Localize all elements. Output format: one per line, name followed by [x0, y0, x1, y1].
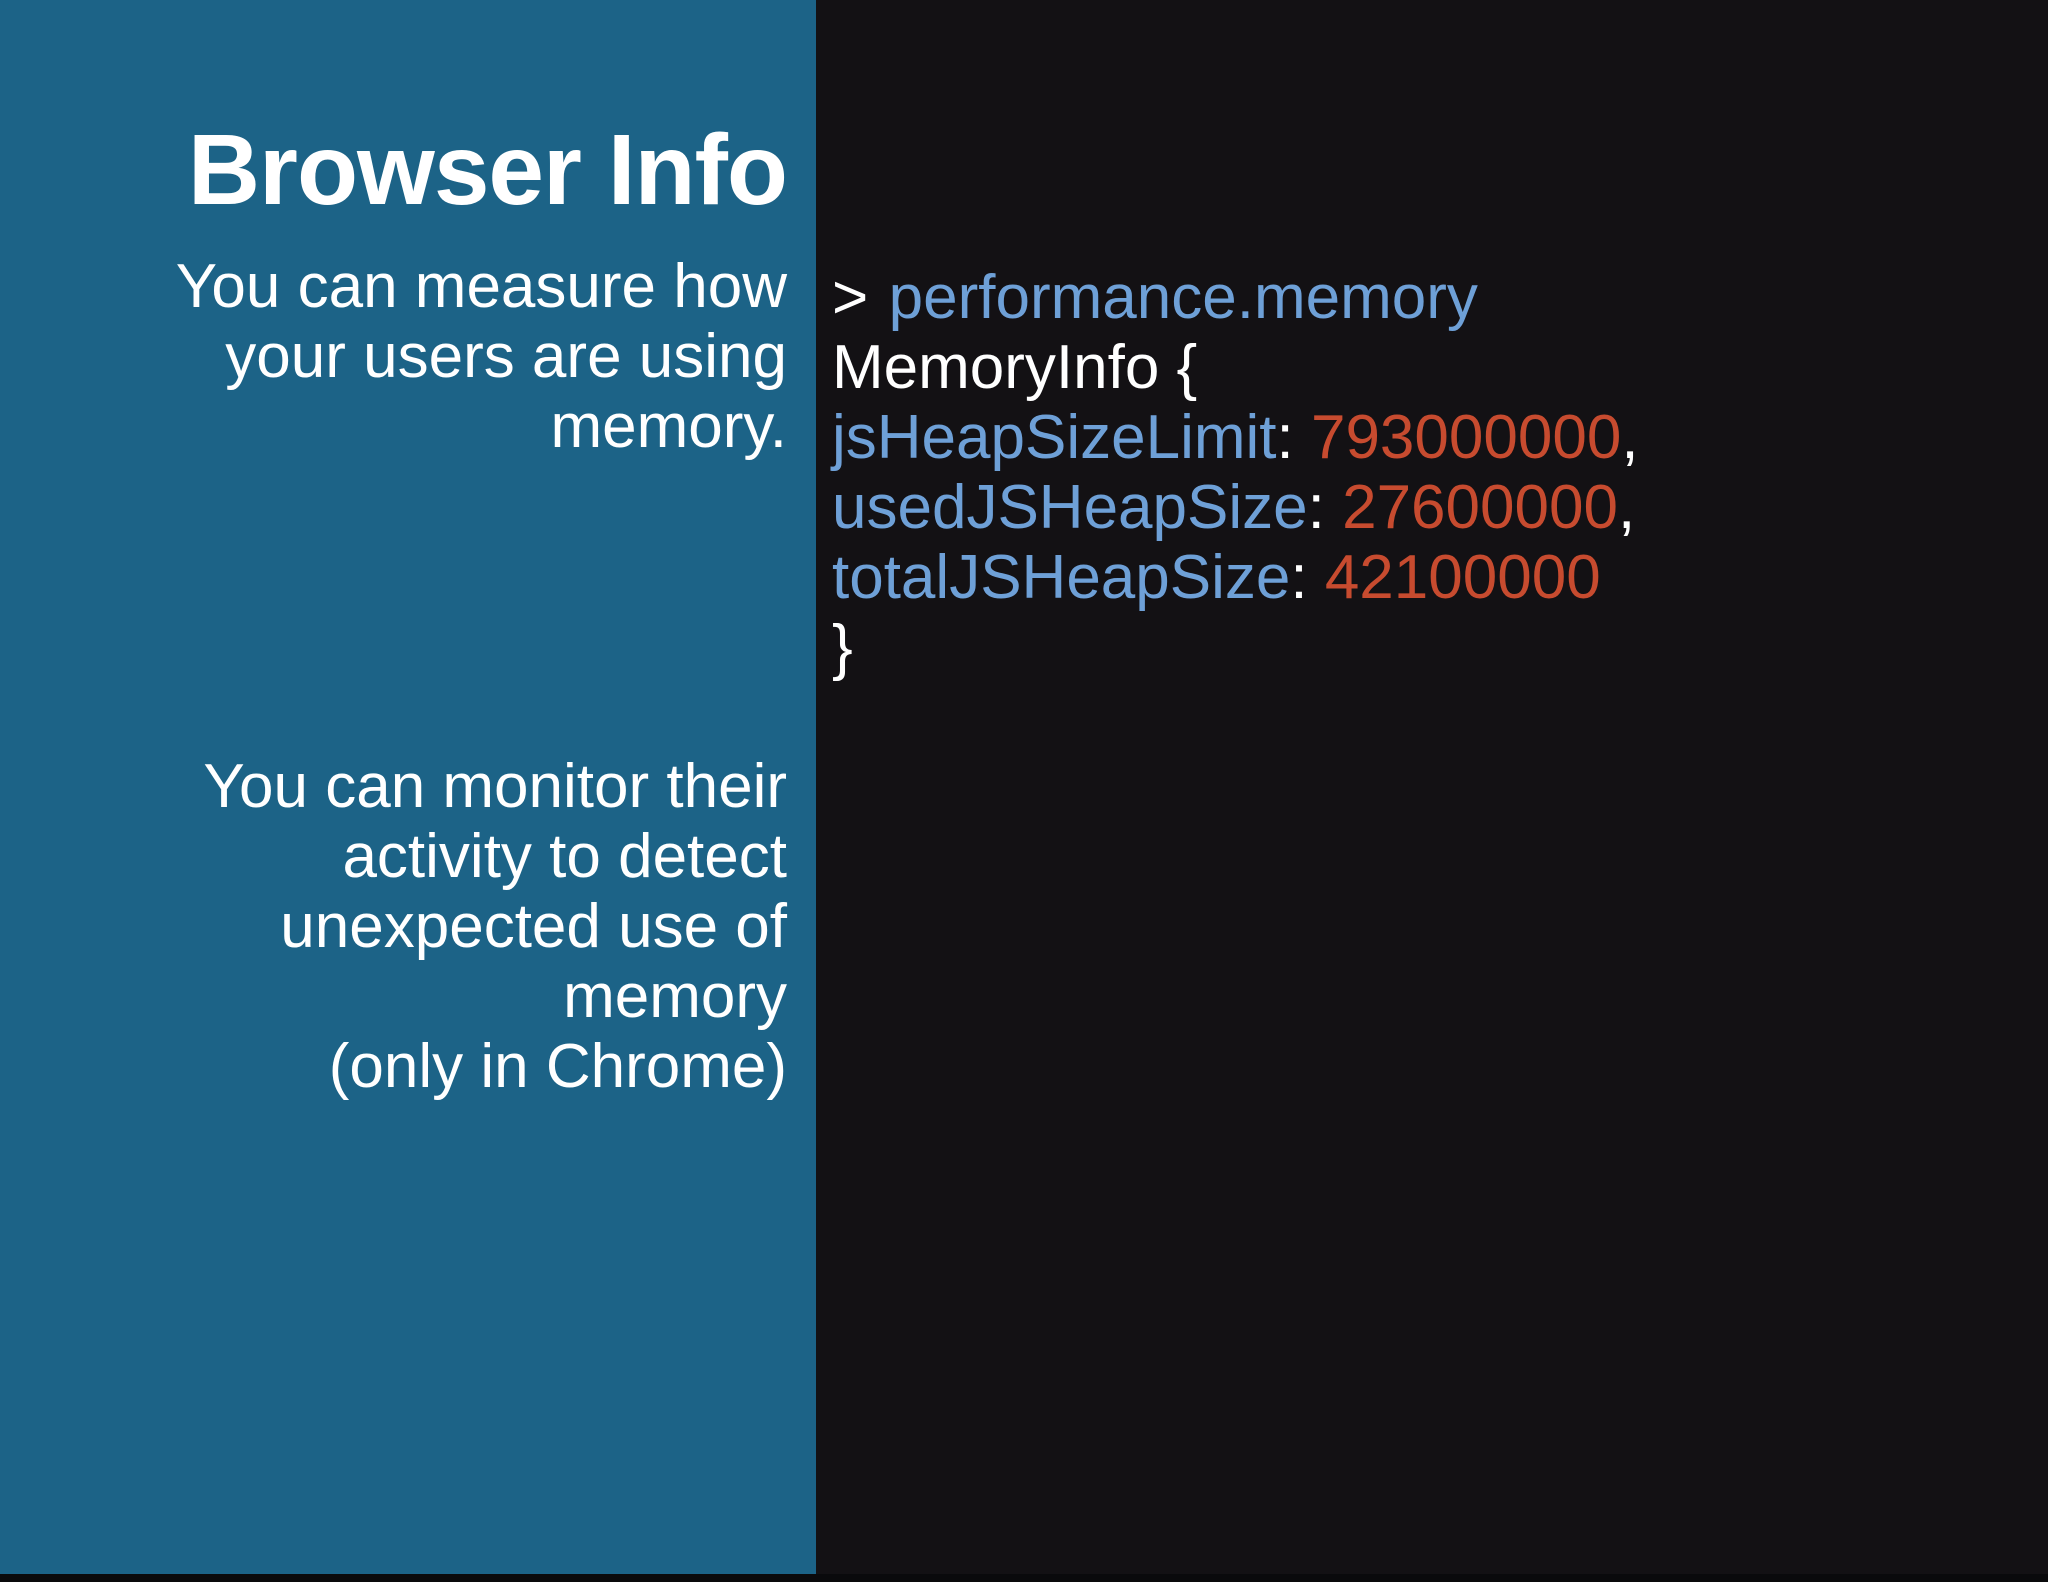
- console-prompt: >: [832, 263, 869, 332]
- paragraph-line: (only in Chrome): [328, 1032, 787, 1101]
- console-key: usedJSHeapSize: [832, 473, 1308, 542]
- console-line-command: > performance.memory: [832, 263, 1639, 333]
- console-line-heap-limit: jsHeapSizeLimit: 793000000,: [832, 403, 1639, 473]
- paragraph-monitor-activity: You can monitor their activity to detect…: [203, 752, 787, 1102]
- paragraph-line: unexpected use of: [280, 892, 787, 961]
- console-key: jsHeapSizeLimit: [832, 403, 1277, 472]
- console-key: totalJSHeapSize: [832, 543, 1291, 612]
- left-panel: Browser Info You can measure how your us…: [0, 0, 816, 1574]
- console-command: performance.memory: [888, 263, 1478, 332]
- console-value: 42100000: [1324, 543, 1601, 612]
- console-separator: :: [1290, 543, 1325, 612]
- slide-title: Browser Info: [187, 114, 788, 226]
- paragraph-line: memory.: [550, 392, 787, 461]
- console-line-object-open: MemoryInfo {: [832, 333, 1198, 402]
- paragraph-line: memory: [563, 962, 787, 1031]
- bottom-strip: [0, 1574, 2048, 1582]
- console-output: > performance.memory MemoryInfo { jsHeapS…: [832, 263, 1639, 683]
- console-comma: ,: [1621, 403, 1639, 472]
- console-separator: :: [1276, 403, 1311, 472]
- console-line-object-close: }: [832, 613, 853, 682]
- console-line-total-heap: totalJSHeapSize: 42100000: [832, 543, 1639, 613]
- console-line-used-heap: usedJSHeapSize: 27600000,: [832, 473, 1639, 543]
- paragraph-measure-memory: You can measure how your users are using…: [176, 252, 787, 462]
- console-value: 27600000: [1342, 473, 1618, 542]
- paragraph-line: You can monitor their: [203, 752, 787, 821]
- paragraph-line: You can measure how: [175, 252, 787, 321]
- paragraph-line: activity to detect: [342, 822, 787, 891]
- console-comma: ,: [1617, 473, 1636, 542]
- console-separator: :: [1307, 473, 1343, 542]
- paragraph-line: your users are using: [225, 322, 787, 391]
- console-value: 793000000: [1310, 403, 1622, 472]
